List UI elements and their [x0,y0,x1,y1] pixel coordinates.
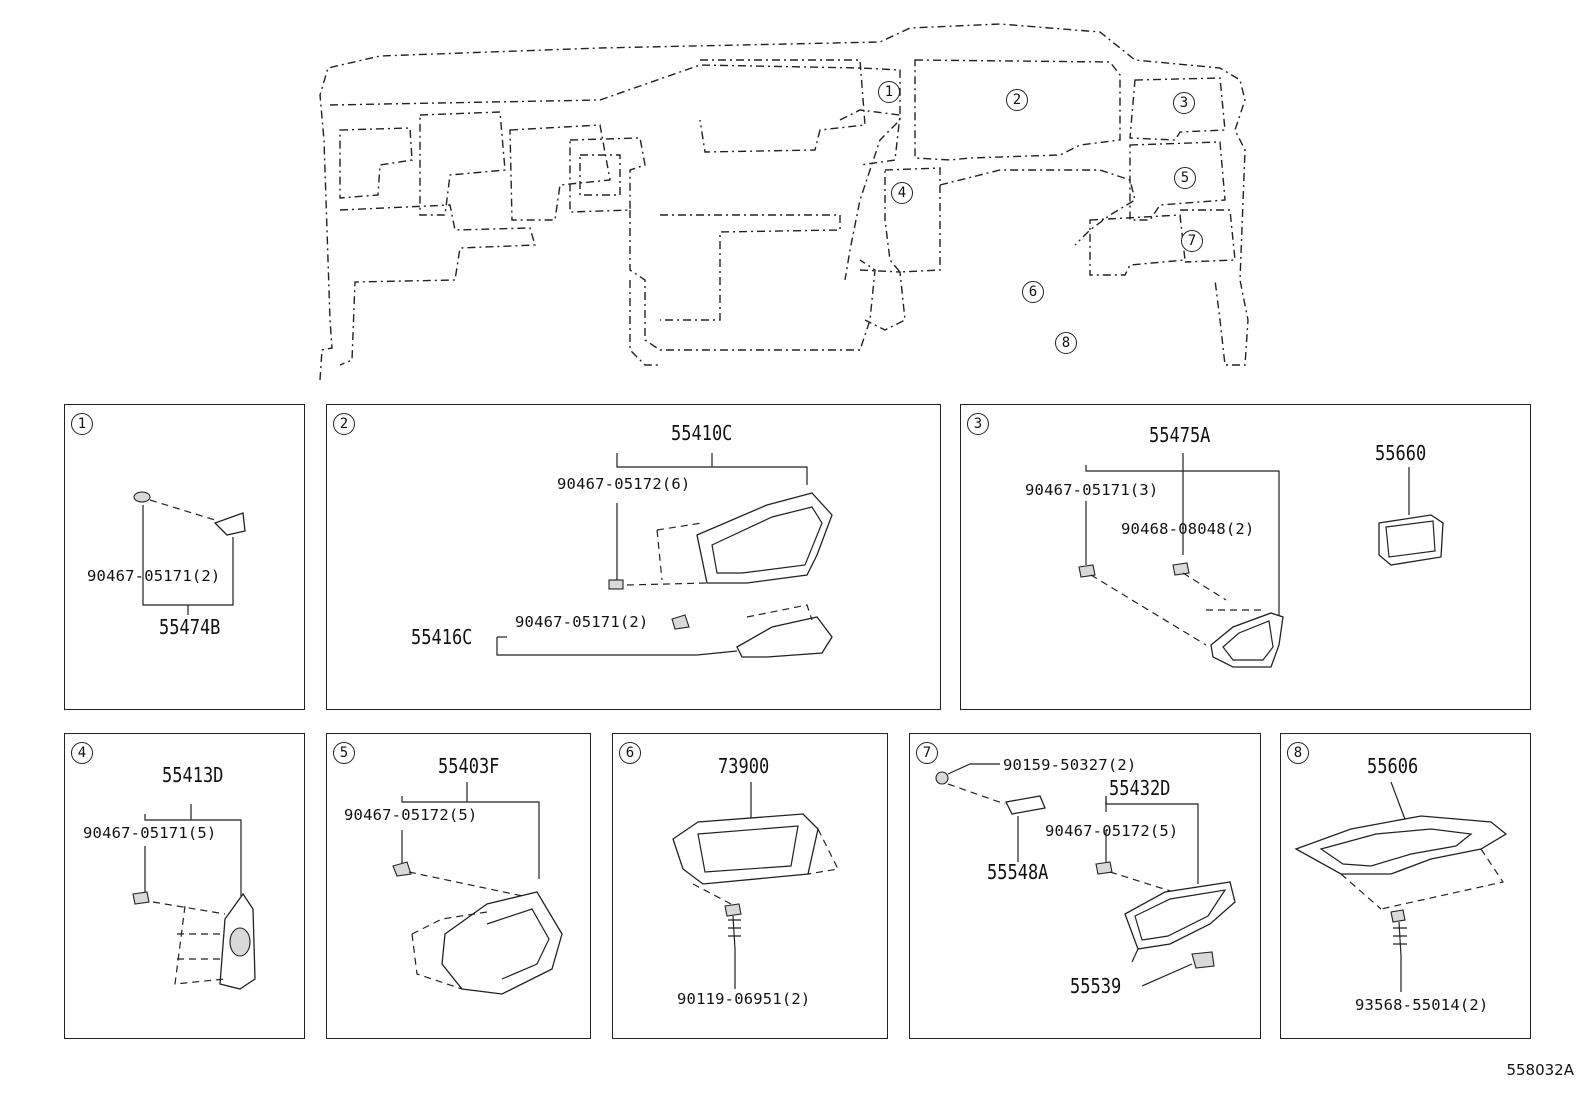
overview-callout-6[interactable]: 6 [1022,281,1044,303]
panel-4-drawing [132,804,256,990]
panel-6[interactable]: 6 73900 90119-06951(2) [612,733,888,1039]
panel-2[interactable]: 2 55410C 90467-05172(6) 55416C 90467-051… [326,404,941,710]
overview-callout-7[interactable]: 7 [1181,230,1203,252]
panel-4[interactable]: 4 55413D 90467-05171(5) [64,733,305,1039]
part-label[interactable]: 90119-06951(2) [677,990,811,1008]
part-label[interactable]: 55660 [1375,441,1427,465]
part-label[interactable]: 55416C [411,625,473,649]
panel-5[interactable]: 5 55403F 90467-05172(5) [326,733,591,1039]
panel-number: 4 [71,742,93,764]
panel-3-drawing [1078,453,1444,668]
panel-2-drawing [496,453,833,658]
panel-8-drawing [1294,781,1508,992]
part-label[interactable]: 55474B [159,615,221,639]
overview-callout-2[interactable]: 2 [1006,89,1028,111]
overview-callout-3[interactable]: 3 [1173,92,1195,114]
part-label[interactable]: 90467-05171(3) [1025,481,1159,499]
panel-7[interactable]: 7 90159-50327(2) 55432D 90467-05172(5) 5… [909,733,1261,1039]
panel-7-drawing [935,763,1236,987]
panel-number: 1 [71,413,93,435]
panel-1[interactable]: 1 90467-05171(2) 55474B [64,404,305,710]
panel-number: 5 [333,742,355,764]
overview-callout-8[interactable]: 8 [1055,332,1077,354]
part-label[interactable]: 55548A [987,860,1049,884]
part-label[interactable]: 90468-08048(2) [1121,520,1255,538]
dashboard-outline [319,23,1249,381]
part-label[interactable]: 55403F [438,754,500,778]
panel-number: 8 [1287,742,1309,764]
part-label[interactable]: 73900 [718,754,770,778]
panel-number: 3 [967,413,989,435]
panel-1-drawing [133,491,246,615]
panel-number: 6 [619,742,641,764]
part-label[interactable]: 90467-05172(5) [344,806,478,824]
dashboard-overview: 1 2 3 4 5 6 7 8 [300,20,1280,400]
panel-number: 2 [333,413,355,435]
part-label[interactable]: 93568-55014(2) [1355,996,1489,1014]
part-label[interactable]: 55432D [1109,776,1171,800]
part-label[interactable]: 90467-05171(2) [515,613,649,631]
part-label[interactable]: 90467-05172(5) [1045,822,1179,840]
panel-6-drawing [672,782,839,989]
panel-8[interactable]: 8 55606 93568-55014(2) [1280,733,1531,1039]
part-label[interactable]: 90467-05171(5) [83,824,217,842]
part-label[interactable]: 90467-05172(6) [557,475,691,493]
panel-number: 7 [916,742,938,764]
part-label[interactable]: 90159-50327(2) [1003,756,1137,774]
diagram-reference-code: 558032A [1506,1061,1574,1079]
part-label[interactable]: 90467-05171(2) [87,567,221,585]
part-label[interactable]: 55475A [1149,423,1211,447]
overview-callout-4[interactable]: 4 [891,182,913,204]
part-label[interactable]: 55539 [1070,974,1122,998]
overview-callout-1[interactable]: 1 [878,81,900,103]
overview-callout-5[interactable]: 5 [1174,167,1196,189]
panel-5-drawing [392,782,563,995]
panel-3[interactable]: 3 55475A 90467-05171(3) 90468-08048(2) 5… [960,404,1531,710]
part-label[interactable]: 55413D [162,763,224,787]
part-label[interactable]: 55410C [671,421,733,445]
part-label[interactable]: 55606 [1367,754,1419,778]
